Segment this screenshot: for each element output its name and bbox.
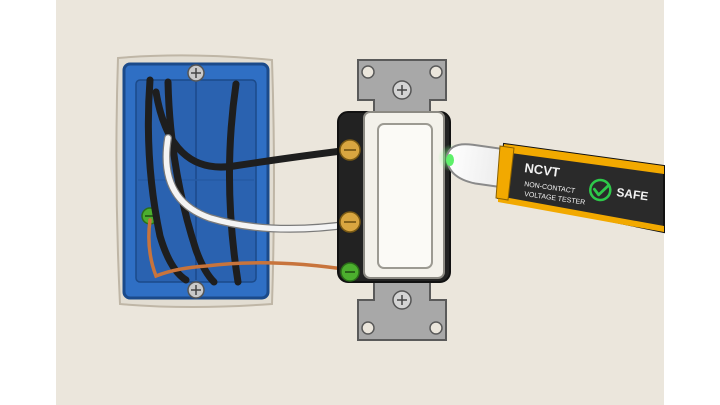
check-icon xyxy=(589,178,612,202)
cable-black-3 xyxy=(225,80,242,286)
tester-status: SAFE xyxy=(616,185,650,203)
tester-collar xyxy=(495,145,515,201)
switch-ground-screw xyxy=(340,262,360,282)
light-switch xyxy=(337,59,451,341)
box-top-screw xyxy=(187,64,205,82)
cable-black-1 xyxy=(144,76,190,284)
terminal-screw-bottom xyxy=(339,211,361,233)
box-bottom-screw xyxy=(187,281,205,299)
voltage-tester: NCVT NON-CONTACT VOLTAGE TESTER SAFE xyxy=(438,142,665,234)
wires xyxy=(144,76,356,286)
neutral-wire-inner xyxy=(163,135,355,232)
hot-wire xyxy=(152,88,354,171)
switch-toggle xyxy=(377,123,433,269)
terminal-screw-top xyxy=(339,139,361,161)
tester-accent-band xyxy=(503,144,664,174)
ground-wire-box xyxy=(147,218,352,279)
cable-black-2 xyxy=(164,78,218,286)
tester-led xyxy=(446,154,454,166)
switch-top-screw xyxy=(392,80,412,100)
tester-brand: NCVT xyxy=(524,160,561,180)
tester-accent-band-lower xyxy=(498,196,664,232)
switch-bottom-screw xyxy=(392,290,412,310)
